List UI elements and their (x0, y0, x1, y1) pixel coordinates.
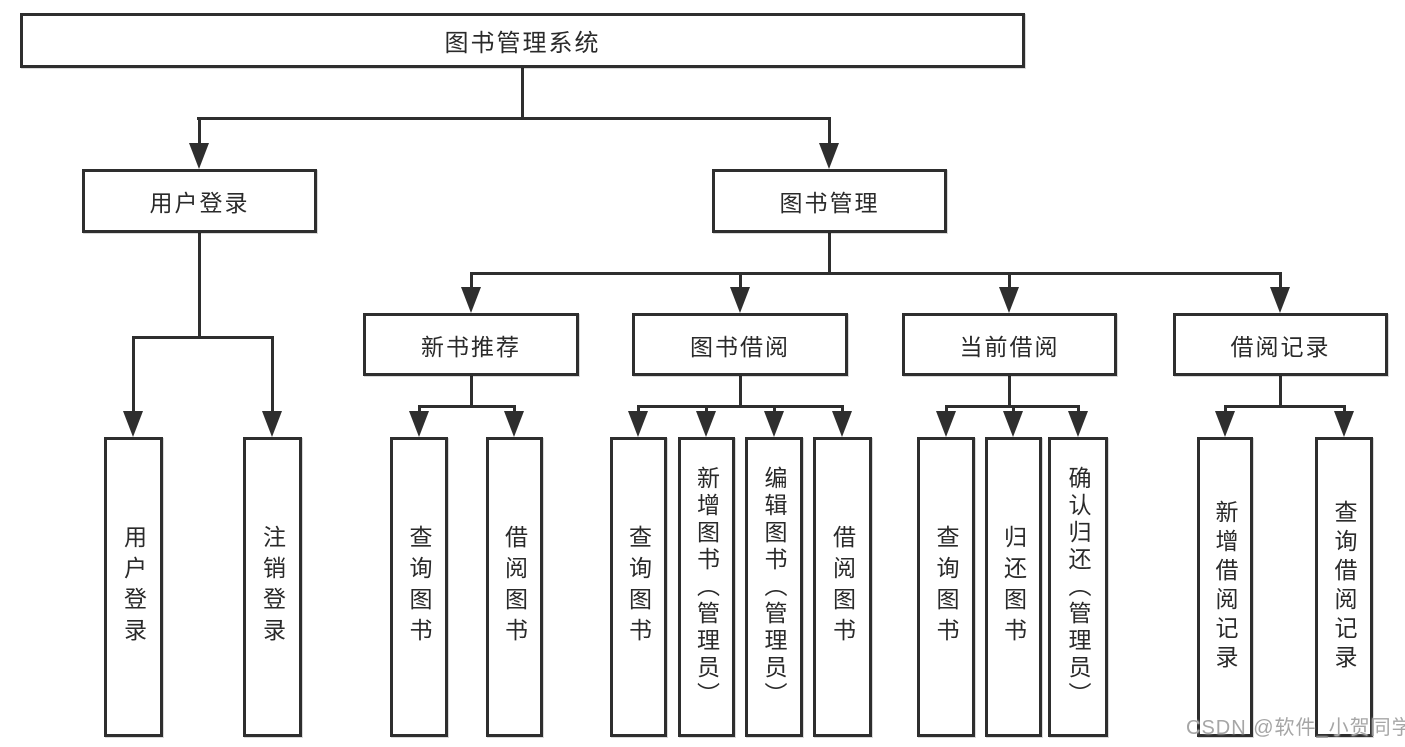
connector-line (945, 405, 948, 415)
leaf-query-books-current: 查询图书 (917, 437, 975, 737)
connector-line (739, 272, 742, 289)
watermark-text: CSDN @软件_小贺同学 (1186, 717, 1405, 739)
connector-line (198, 233, 201, 337)
connector-line (637, 405, 640, 415)
connector-line (637, 405, 844, 408)
leaf-query-borrow-record: 查询借阅记录 (1315, 437, 1373, 737)
node-user-login: 用户登录 (82, 169, 317, 233)
leaf-borrow-books-borrowing: 借阅图书 (813, 437, 872, 737)
connector-line (521, 68, 524, 119)
connector-line (1224, 405, 1346, 408)
connector-line (470, 272, 1282, 275)
arrowhead-down (189, 143, 209, 169)
arrowhead-down (1215, 411, 1235, 437)
node-book-borrowing: 图书借阅 (632, 313, 848, 376)
arrowhead-down (409, 411, 429, 437)
leaf-user-login: 用户登录 (104, 437, 163, 737)
connector-line (470, 376, 473, 408)
leaf-borrow-books-recommend: 借阅图书 (486, 437, 543, 737)
node-new-book-recommend: 新书推荐 (363, 313, 579, 376)
arrowhead-down (1270, 287, 1290, 313)
node-borrowing-records: 借阅记录 (1173, 313, 1388, 376)
connector-line (841, 405, 844, 415)
connector-line (1279, 376, 1282, 408)
leaf-confirm-return-admin: 确认归还（管理员） (1048, 437, 1108, 737)
leaf-add-borrow-record: 新增借阅记录 (1197, 437, 1253, 737)
arrowhead-down (123, 411, 143, 437)
connector-line (418, 405, 516, 408)
connector-line (198, 117, 201, 144)
arrowhead-down (730, 287, 750, 313)
connector-line (828, 117, 831, 144)
connector-line (828, 233, 831, 273)
connector-line (1077, 405, 1080, 415)
leaf-return-books: 归还图书 (985, 437, 1042, 737)
connector-line (418, 405, 421, 415)
connector-line (1343, 405, 1346, 415)
connector-line (1224, 405, 1227, 415)
connector-line (739, 376, 742, 408)
connector-line (197, 117, 831, 120)
node-current-borrowing: 当前借阅 (902, 313, 1117, 376)
arrowhead-down (1068, 411, 1088, 437)
arrowhead-down (696, 411, 716, 437)
connector-line (271, 336, 274, 412)
arrowhead-down (262, 411, 282, 437)
leaf-add-book-admin: 新增图书（管理员） (678, 437, 735, 737)
connector-line (1008, 376, 1011, 408)
arrowhead-down (1334, 411, 1354, 437)
arrowhead-down (764, 411, 784, 437)
node-library-management-system: 图书管理系统 (20, 13, 1025, 68)
arrowhead-down (936, 411, 956, 437)
arrowhead-down (461, 287, 481, 313)
arrowhead-down (1003, 411, 1023, 437)
leaf-logout: 注销登录 (243, 437, 302, 737)
connector-line (1008, 272, 1011, 289)
connector-line (705, 405, 708, 415)
arrowhead-down (819, 143, 839, 169)
connector-line (773, 405, 776, 415)
leaf-query-books-borrowing: 查询图书 (610, 437, 667, 737)
leaf-query-books-recommend: 查询图书 (390, 437, 448, 737)
arrowhead-down (628, 411, 648, 437)
arrowhead-down (504, 411, 524, 437)
leaf-edit-book-admin: 编辑图书（管理员） (745, 437, 803, 737)
connector-line (1279, 272, 1282, 289)
connector-line (132, 336, 135, 412)
arrowhead-down (999, 287, 1019, 313)
node-book-management: 图书管理 (712, 169, 947, 233)
connector-line (132, 336, 274, 339)
connector-line (470, 272, 473, 289)
arrowhead-down (832, 411, 852, 437)
connector-line (1012, 405, 1015, 415)
connector-line (513, 405, 516, 415)
